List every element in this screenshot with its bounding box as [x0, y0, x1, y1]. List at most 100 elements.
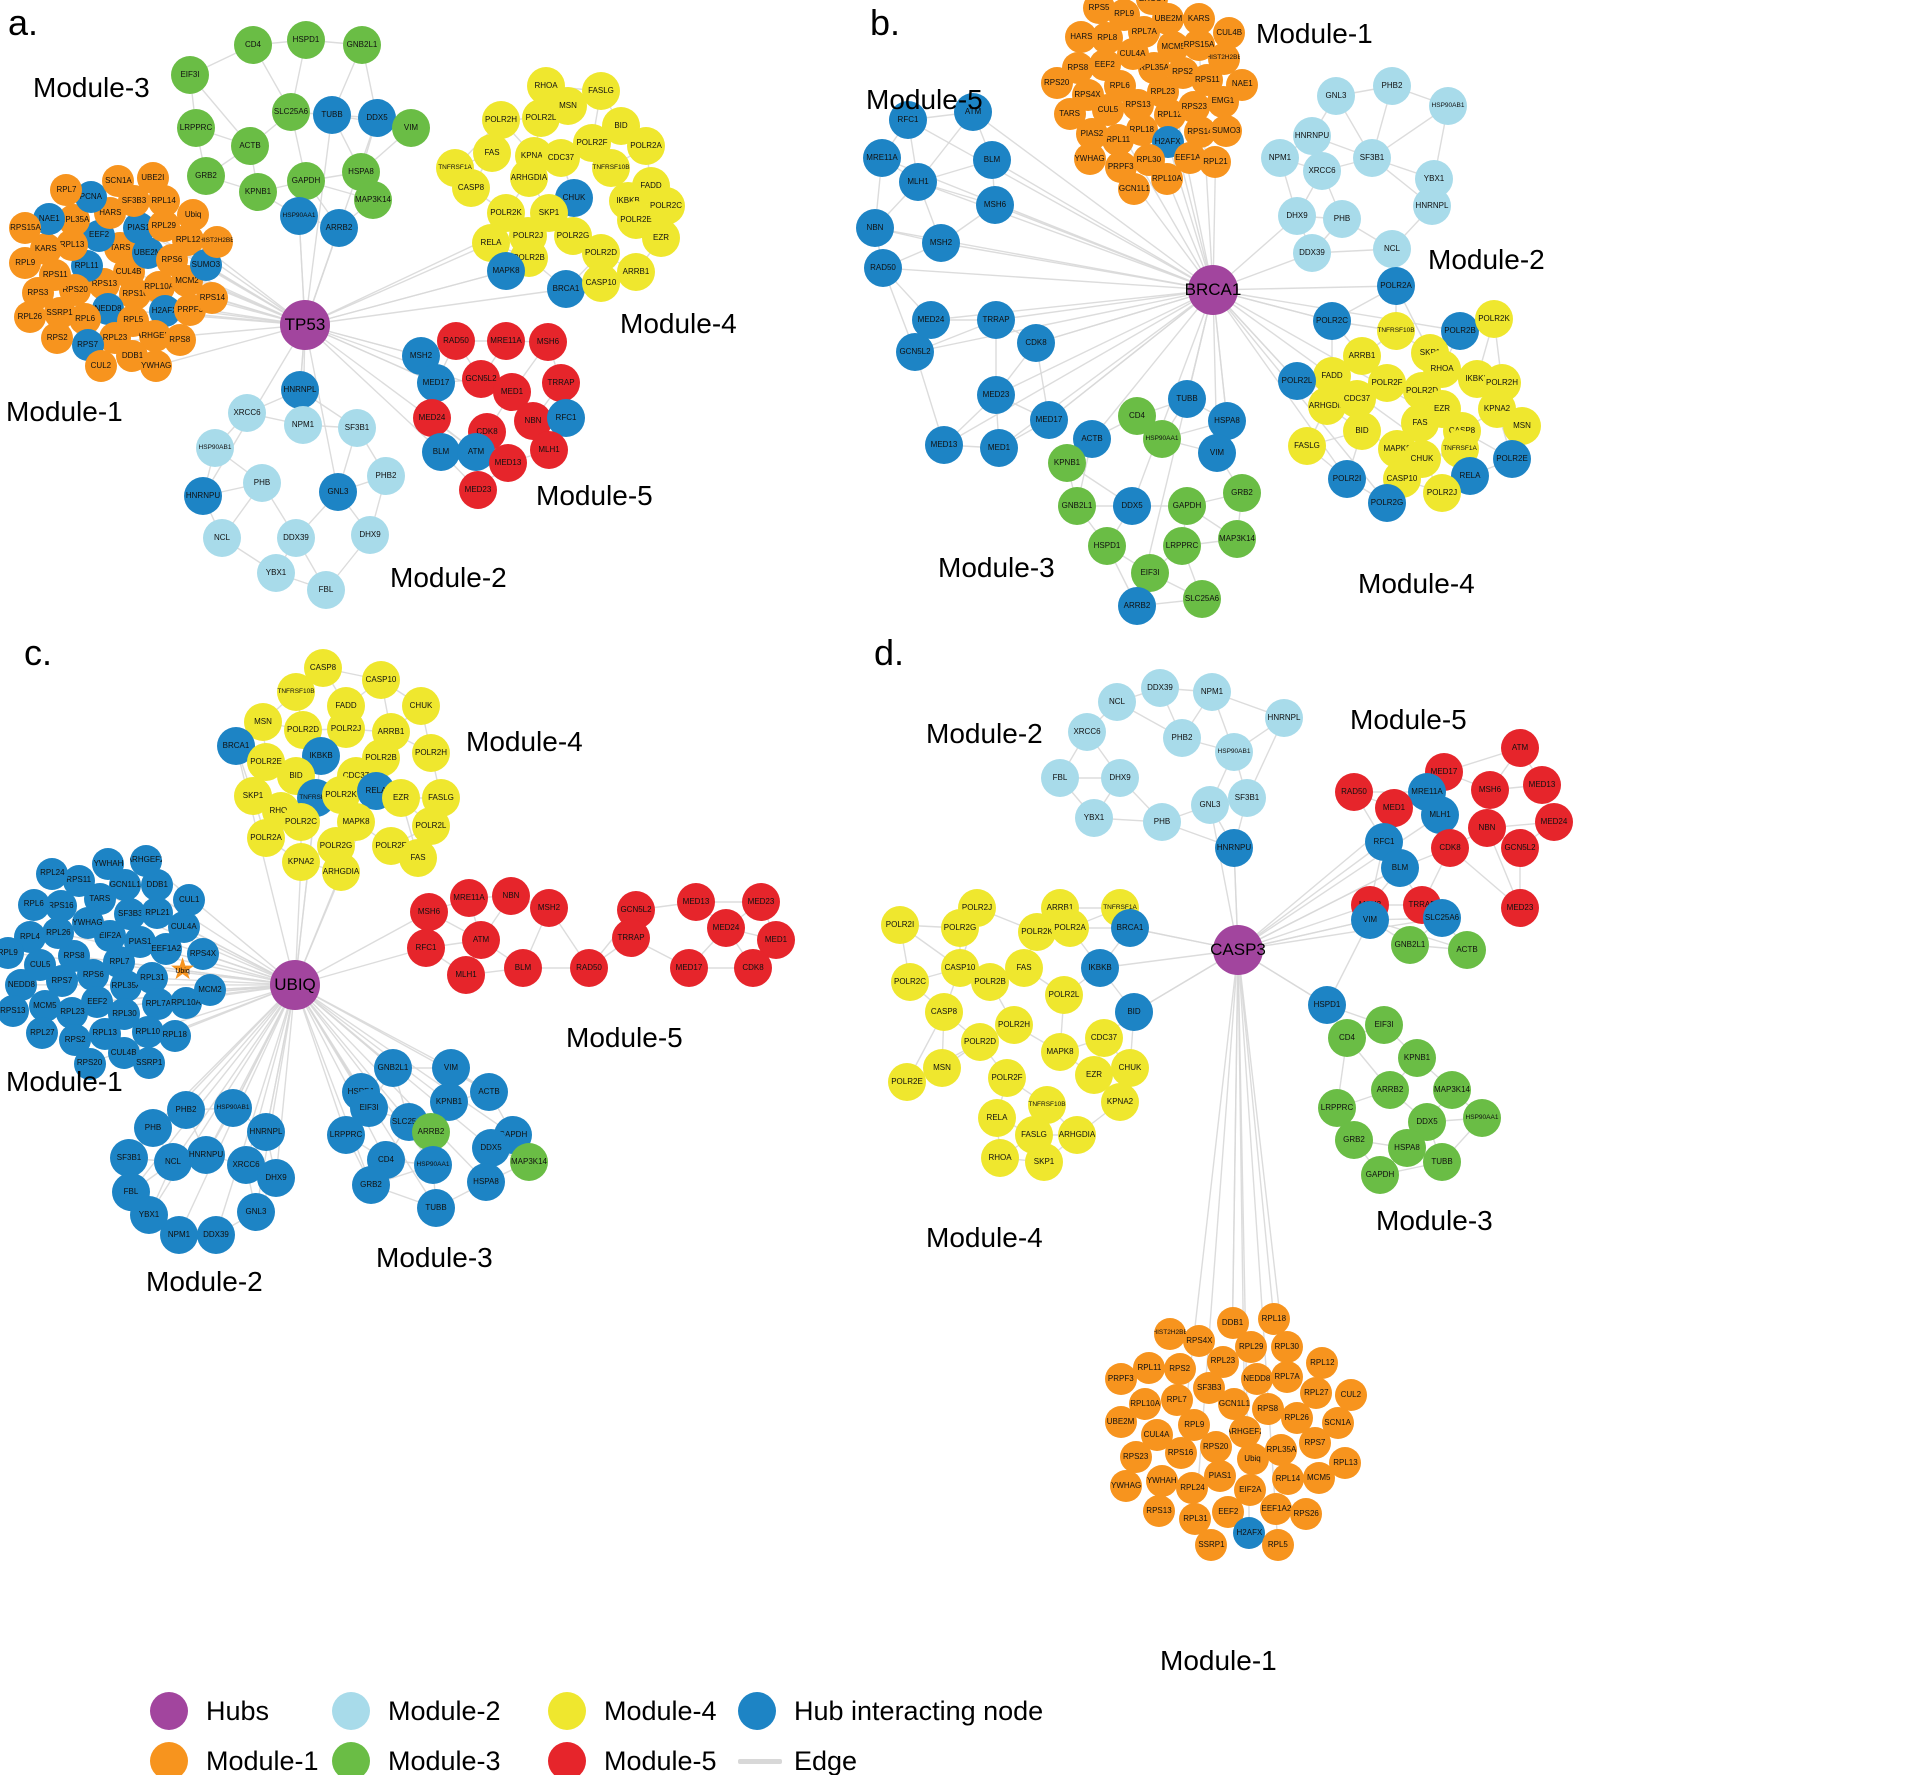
network-node[interactable]: RPL23	[56, 996, 89, 1029]
network-node[interactable]: RPS8	[1251, 1393, 1284, 1426]
network-node[interactable]: CDK8	[1017, 324, 1055, 362]
network-node[interactable]: CHUK	[402, 687, 440, 725]
network-node[interactable]: ARRB2	[412, 1113, 450, 1151]
network-node[interactable]: EEF2	[1088, 48, 1121, 81]
network-node[interactable]: MSN	[1503, 407, 1541, 445]
network-node[interactable]: SF3B1	[110, 1139, 148, 1177]
network-node[interactable]: RPL31	[1179, 1503, 1212, 1536]
network-node[interactable]: EMG1	[1206, 85, 1239, 118]
network-node[interactable]: TUBB	[417, 1189, 455, 1227]
network-node[interactable]: GNB2L1	[343, 26, 381, 64]
network-node[interactable]: PRPF3	[1104, 150, 1137, 183]
network-node[interactable]: RPL35A	[1265, 1434, 1298, 1467]
network-node[interactable]: HSP90AB1	[1215, 733, 1253, 771]
network-node[interactable]: TRRAP	[612, 919, 650, 957]
network-node[interactable]: H2AFX	[1233, 1517, 1266, 1550]
network-node[interactable]: MRE11A	[450, 879, 488, 917]
network-node[interactable]: POLR2C	[1313, 302, 1351, 340]
network-node[interactable]: MSH2	[922, 224, 960, 262]
network-node[interactable]: RPL7	[1160, 1384, 1193, 1417]
network-node[interactable]: HNRNPU	[184, 477, 222, 515]
network-node[interactable]: VIM	[432, 1049, 470, 1087]
network-node[interactable]: GNB2L1	[1391, 926, 1429, 964]
network-node[interactable]: DDX5	[472, 1129, 510, 1167]
network-node[interactable]: BLM	[422, 433, 460, 471]
network-node[interactable]: MED13	[1523, 766, 1561, 804]
network-node[interactable]: POLR2B	[1441, 312, 1479, 350]
network-node[interactable]: CD4	[234, 26, 272, 64]
network-node[interactable]: RPS20	[73, 1047, 106, 1080]
network-node[interactable]: MED1	[980, 429, 1018, 467]
network-node[interactable]: POLR2F	[988, 1059, 1026, 1097]
network-node[interactable]: UBE2M	[1104, 1405, 1137, 1438]
network-node[interactable]: TNFRSF10B	[277, 673, 315, 711]
network-node[interactable]: SLC25A6	[272, 93, 310, 131]
network-node[interactable]: MSH6	[410, 893, 448, 931]
network-node[interactable]: RPL30	[1270, 1330, 1303, 1363]
network-node[interactable]: RPL26	[13, 301, 46, 334]
network-node[interactable]: RPL24	[1176, 1472, 1209, 1505]
network-node[interactable]: TNFRSF10B	[592, 149, 630, 187]
network-node[interactable]: RPS5	[1083, 0, 1116, 24]
network-node[interactable]: RPL10	[131, 1015, 164, 1048]
network-node[interactable]: RPS4X	[1183, 1325, 1216, 1358]
network-node[interactable]: POLR2L	[1278, 362, 1316, 400]
network-node[interactable]: RAD50	[570, 949, 608, 987]
network-node[interactable]: CASP10	[582, 264, 620, 302]
network-node[interactable]: GRB2	[1335, 1121, 1373, 1159]
network-node[interactable]: MCM2	[193, 973, 226, 1006]
network-node[interactable]: YBX1	[257, 554, 295, 592]
network-node[interactable]: MAP3K14	[1433, 1071, 1471, 1109]
network-node[interactable]: MED24	[413, 399, 451, 437]
network-node[interactable]: VIM	[1198, 434, 1236, 472]
network-node[interactable]: RELA	[978, 1099, 1016, 1137]
network-node[interactable]: LRPPRC	[1163, 527, 1201, 565]
network-node[interactable]: PHB2	[367, 457, 405, 495]
network-node[interactable]: NCL	[154, 1143, 192, 1181]
network-node[interactable]: RPS2	[41, 321, 74, 354]
network-node[interactable]: MED24	[707, 909, 745, 947]
network-node[interactable]: POLR2H	[482, 101, 520, 139]
network-node[interactable]: MLH1	[899, 163, 937, 201]
network-node[interactable]: ACTB	[470, 1073, 508, 1111]
network-node[interactable]: MLH1	[1421, 796, 1459, 834]
network-node[interactable]: RPS20	[1040, 67, 1073, 100]
network-node[interactable]: RFC1	[889, 101, 927, 139]
network-node[interactable]: HSPA8	[1388, 1129, 1426, 1167]
network-node[interactable]: RPL12	[1306, 1347, 1339, 1380]
network-node[interactable]: DHX9	[1278, 197, 1316, 235]
network-node[interactable]: RHOA	[981, 1139, 1019, 1177]
network-node[interactable]: ARRB2	[320, 209, 358, 247]
network-node[interactable]: POLR2E	[888, 1063, 926, 1101]
network-node[interactable]: HSP90AA1	[280, 197, 318, 235]
network-node[interactable]: MED1	[1375, 789, 1413, 827]
network-node[interactable]: POLR2K	[1018, 913, 1056, 951]
hub-node[interactable]: TP53	[280, 300, 330, 350]
network-node[interactable]: RPL26	[42, 917, 75, 950]
network-node[interactable]: GCN1L1	[1118, 172, 1151, 205]
network-node[interactable]: FBL	[307, 571, 345, 609]
hub-node[interactable]: UBIQ	[270, 960, 320, 1010]
network-node[interactable]: POLR2G	[1368, 484, 1406, 522]
network-node[interactable]: EIF3I	[171, 56, 209, 94]
network-node[interactable]: GAPDH	[1361, 1156, 1399, 1194]
network-node[interactable]: EIF3I	[1365, 1006, 1403, 1044]
network-node[interactable]: YWHAH	[92, 848, 125, 881]
network-node[interactable]: POLR2G	[941, 909, 979, 947]
network-node[interactable]: IKBKB	[1081, 949, 1119, 987]
network-node[interactable]: GNB2L1	[374, 1049, 412, 1087]
network-node[interactable]: GNL3	[237, 1193, 275, 1231]
network-node[interactable]: MED17	[1030, 401, 1068, 439]
network-node[interactable]: EZR	[642, 219, 680, 257]
network-node[interactable]: ATM	[954, 93, 992, 131]
network-node[interactable]: RELA	[1451, 457, 1489, 495]
network-node[interactable]: ARRB1	[617, 253, 655, 291]
network-node[interactable]: DDX39	[1293, 234, 1331, 272]
network-node[interactable]: SSRP1	[1195, 1528, 1228, 1561]
network-node[interactable]: XRCC6	[1303, 152, 1341, 190]
network-node[interactable]: RPL5	[1261, 1528, 1294, 1561]
network-node[interactable]: MED13	[925, 426, 963, 464]
network-node[interactable]: RPL9	[9, 247, 42, 280]
network-node[interactable]: FAS	[1005, 949, 1043, 987]
network-node[interactable]: UBE2I	[136, 162, 169, 195]
